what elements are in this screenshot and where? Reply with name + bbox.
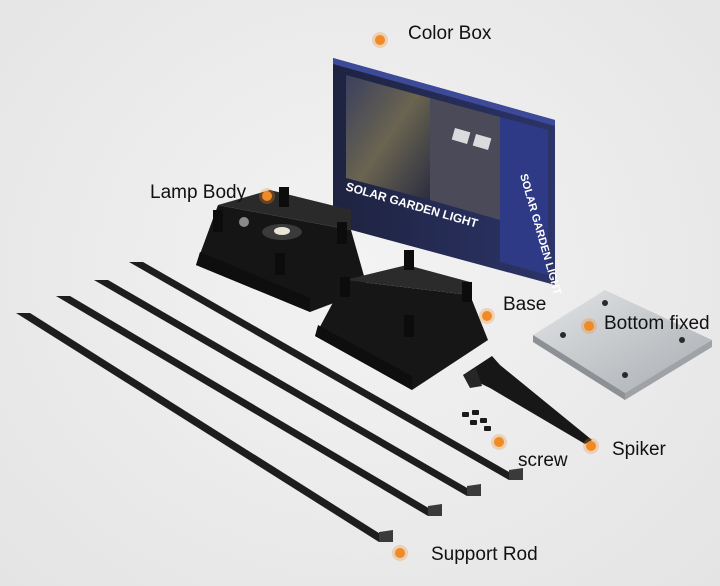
support-rod-marker: [395, 548, 405, 558]
spiker: [463, 356, 592, 444]
color-box-marker: [375, 35, 385, 45]
base-label: Base: [503, 294, 547, 315]
support-rods: [16, 262, 523, 542]
bottom-fixed-plate: [533, 290, 712, 400]
support-rod-label: Support Rod: [431, 544, 538, 565]
lamp-body: [196, 187, 368, 312]
color-box-label: Color Box: [408, 23, 492, 44]
spiker-marker: [586, 441, 596, 451]
lamp-body-label: Lamp Body: [150, 182, 247, 203]
screw-marker: [494, 437, 504, 447]
bottom-fixed-label: Bottom fixed: [604, 313, 710, 334]
screw-label: screw: [518, 450, 568, 471]
bottom-fixed-marker: [584, 321, 594, 331]
base-part: [315, 250, 488, 390]
screws: [462, 410, 491, 431]
lamp-body-marker: [262, 191, 272, 201]
color-box: SOLAR GARDEN LIGHT SOLAR GARDEN LIGHT: [333, 58, 563, 297]
spiker-label: Spiker: [612, 439, 666, 460]
base-marker: [482, 311, 492, 321]
